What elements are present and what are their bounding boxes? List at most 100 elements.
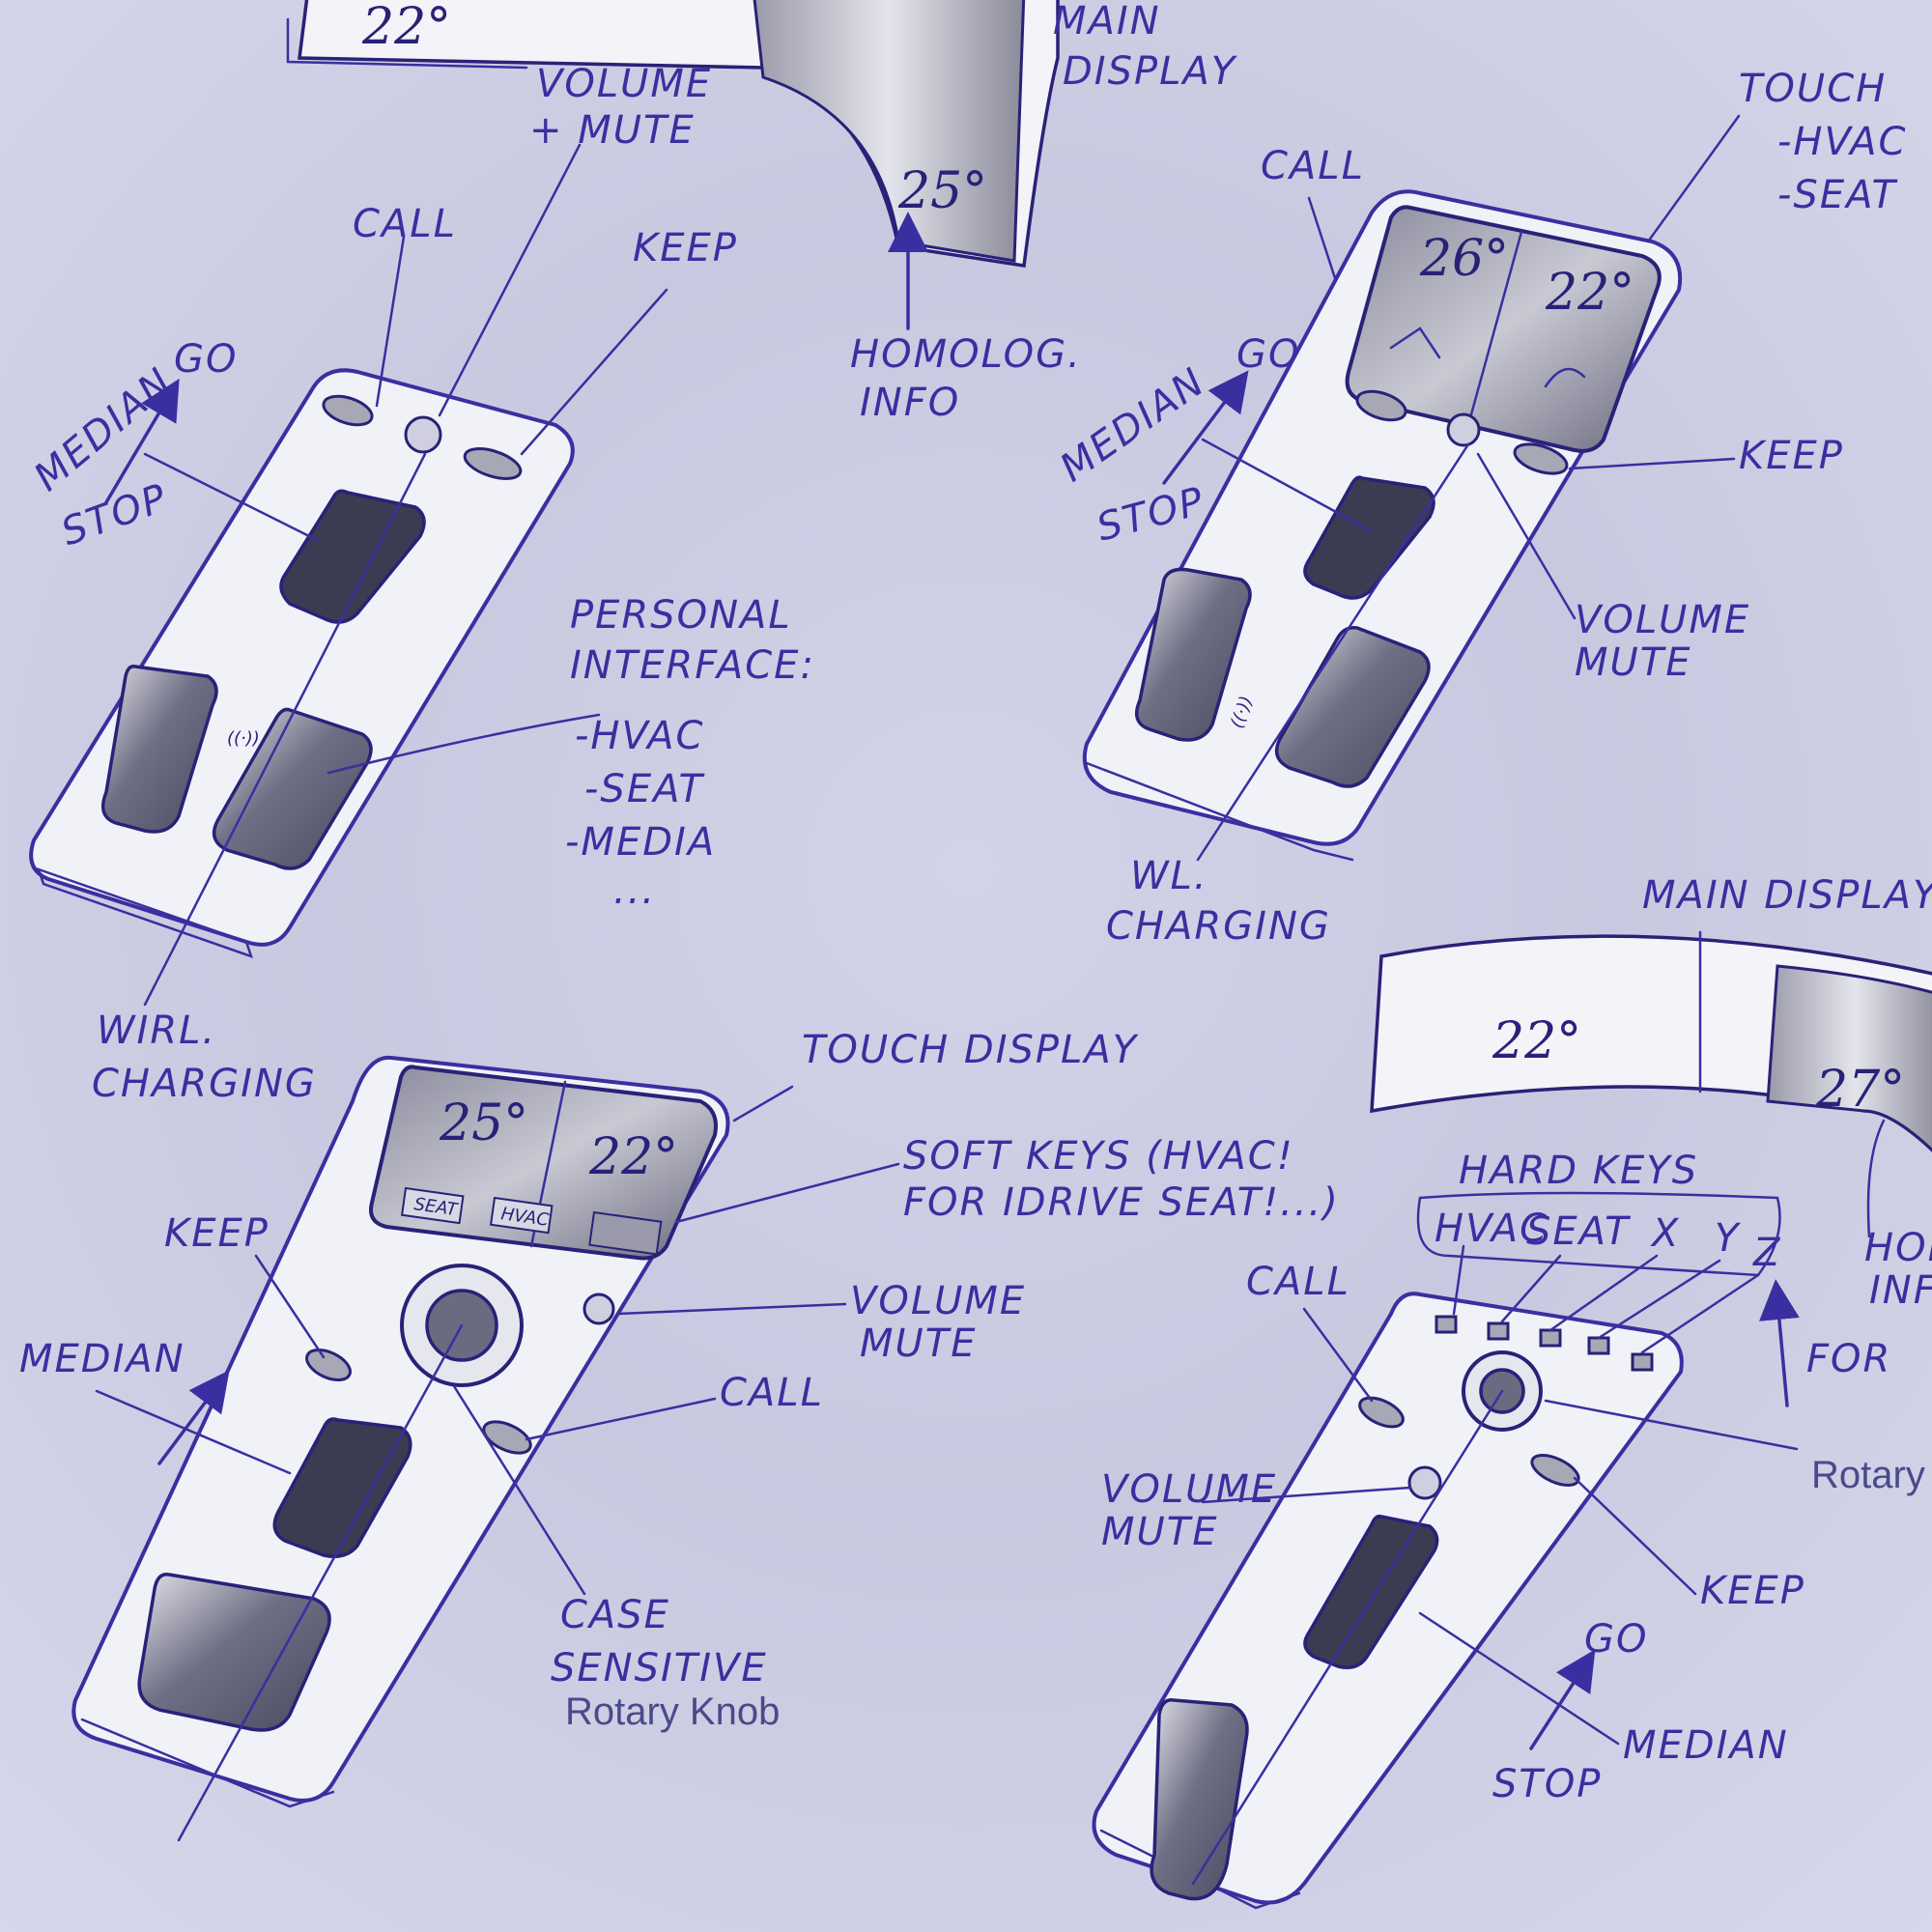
temp-right-3: 22°	[588, 1128, 678, 1186]
call-button[interactable]	[320, 391, 375, 431]
wireless-icon: ((·))	[227, 728, 260, 749]
softkeys-line-1: SOFT KEYS (HVAC!	[903, 1134, 1294, 1179]
touch-screen-2[interactable]	[1345, 205, 1662, 453]
hard-key-hvac[interactable]	[1435, 1315, 1458, 1334]
sketch-2: TOUCH -HVAC -SEAT CALL 26° 22° ((·)) KEE…	[1052, 67, 1907, 949]
main-display-label: MAIN DISPLAY	[1053, 0, 1238, 94]
volume-mute-label-4: VOLUME MUTE	[1101, 1467, 1292, 1554]
case-line-1: CASE	[560, 1593, 670, 1637]
softkey-3[interactable]	[588, 1210, 663, 1256]
rotary-caption: Rotary	[1811, 1454, 1925, 1496]
vol3-line-2: MUTE	[860, 1321, 978, 1366]
touch-display-label: TOUCH DISPLAY	[802, 1028, 1140, 1072]
wl-charging-label: WL. CHARGING	[1106, 854, 1331, 949]
hard-key-seat-label: SEAT	[1526, 1209, 1632, 1254]
main-display-4: 22° 27°	[1370, 930, 1932, 1152]
hard-key-y-label: Y	[1715, 1216, 1742, 1261]
charging-pad-4	[1150, 1698, 1249, 1901]
median-label-2: MEDIAN	[1052, 359, 1213, 491]
charging-pad-right-2	[1274, 625, 1431, 788]
main-display-line-2: DISPLAY	[1063, 49, 1238, 94]
hard-key-hvac-label: HVAC	[1435, 1207, 1548, 1251]
keep-button-2[interactable]	[1511, 439, 1570, 479]
homolog-label-4: HOMOLOG. INFO	[1864, 1226, 1932, 1313]
sketch-4: MAIN DISPLAY 22° 27° HOMOLOG. INFO HARD …	[1092, 873, 1932, 1910]
charging-pad-left-2	[1134, 567, 1252, 742]
wirl-line-1: WIRL.	[97, 1009, 216, 1053]
volume-line-1: VOLUME	[536, 62, 712, 106]
call-label-2: CALL	[1261, 144, 1365, 188]
display-temp-left: 22°	[361, 0, 451, 56]
keep-label: KEEP	[633, 226, 738, 270]
median-label-3: MEDIAN	[19, 1337, 185, 1381]
call-button-3[interactable]	[479, 1415, 535, 1460]
wl-line-2: CHARGING	[1106, 904, 1331, 949]
hard-key-y[interactable]	[1587, 1336, 1610, 1355]
main-display-line-1: MAIN	[1053, 0, 1161, 43]
for-label: FOR	[1806, 1337, 1891, 1381]
softkey-hvac[interactable]	[489, 1196, 554, 1235]
hard-key-x[interactable]	[1539, 1328, 1562, 1348]
keep-button[interactable]	[461, 442, 524, 484]
keep-button-3[interactable]	[302, 1344, 355, 1386]
display-temp-right: 25°	[897, 162, 987, 220]
homolog4-line-1: HOMOLOG.	[1864, 1226, 1932, 1270]
median-rocker-3[interactable]	[272, 1417, 412, 1558]
homolog4-line-2: INFO	[1869, 1268, 1932, 1313]
volume-mute-label-2: VOLUME MUTE	[1575, 598, 1765, 685]
sketch-1: 22° 25° MAIN DISPLAY VOLUME + MUTE CALL …	[26, 0, 1238, 1106]
softkeys-line-2: FOR IDRIVE SEAT!...)	[903, 1180, 1340, 1225]
touch-list-seat: -SEAT	[1777, 173, 1899, 217]
temp-left-2: 26°	[1419, 230, 1509, 288]
median-rocker-2[interactable]	[1303, 475, 1435, 600]
wl-line-1: WL.	[1130, 854, 1208, 898]
homolog-line-2: INFO	[860, 381, 960, 425]
call-label: CALL	[353, 202, 457, 246]
case-sensitive-label: CASE SENSITIVE	[551, 1593, 768, 1690]
personal-line-2: INTERFACE:	[570, 643, 815, 688]
main-display-label-4: MAIN DISPLAY	[1642, 873, 1932, 918]
volume-knob-2[interactable]	[1446, 412, 1481, 447]
stop-label-4: STOP	[1492, 1762, 1602, 1806]
temp-left-3: 25°	[439, 1094, 528, 1152]
volume-mute-label-3: VOLUME MUTE	[850, 1279, 1040, 1366]
list-more: ...	[613, 868, 656, 913]
temp-left-4: 22°	[1492, 1012, 1581, 1070]
device-1: ((·))	[29, 368, 575, 1007]
device-4	[1092, 1292, 1684, 1910]
volume-knob-3[interactable]	[582, 1293, 615, 1325]
hard-key-seat[interactable]	[1487, 1321, 1510, 1341]
keep-label-3: KEEP	[164, 1211, 270, 1256]
volume-knob[interactable]	[404, 415, 442, 454]
soft-keys-label: SOFT KEYS (HVAC! FOR IDRIVE SEAT!...)	[903, 1134, 1340, 1225]
call-button-4[interactable]	[1355, 1392, 1407, 1433]
volume-line-2: + MUTE	[529, 108, 696, 153]
softkey-seat[interactable]	[400, 1186, 465, 1225]
vol4-line-2: MUTE	[1101, 1510, 1219, 1554]
list-hvac: -HVAC	[575, 714, 704, 758]
median-rocker-4[interactable]	[1303, 1514, 1439, 1669]
vol2-line-2: MUTE	[1575, 640, 1692, 685]
volume-mute-label: VOLUME + MUTE	[529, 62, 726, 153]
keep-label-2: KEEP	[1739, 434, 1844, 478]
hard-key-z[interactable]	[1631, 1352, 1654, 1372]
hard-key-z-label: Z	[1752, 1231, 1781, 1275]
touch-list-hvac: -HVAC	[1777, 120, 1907, 164]
charging-pad-left	[100, 664, 218, 834]
call-label-3: CALL	[720, 1371, 824, 1415]
rotary-knob-caption: Rotary Knob	[565, 1690, 780, 1733]
main-display-1: 22° 25°	[286, 0, 1060, 269]
sketch-3: TOUCH DISPLAY 25° 22° SEAT HVAC SOFT KEY…	[19, 1028, 1340, 1842]
device-3: 25° 22° SEAT HVAC	[71, 1055, 730, 1842]
call-label-4: CALL	[1246, 1260, 1350, 1304]
personal-line-1: PERSONAL	[570, 593, 792, 638]
temp-right-4: 27°	[1815, 1061, 1905, 1119]
call-button-2[interactable]	[1353, 386, 1408, 426]
touch-label: TOUCH	[1739, 67, 1887, 111]
homolog-line-1: HOMOLOG.	[850, 332, 1082, 377]
device-2: 26° 22° ((·))	[1082, 189, 1683, 862]
vol3-line-1: VOLUME	[850, 1279, 1026, 1323]
homolog-info-label: HOMOLOG. INFO	[850, 332, 1096, 425]
volume-knob-4[interactable]	[1407, 1465, 1442, 1500]
